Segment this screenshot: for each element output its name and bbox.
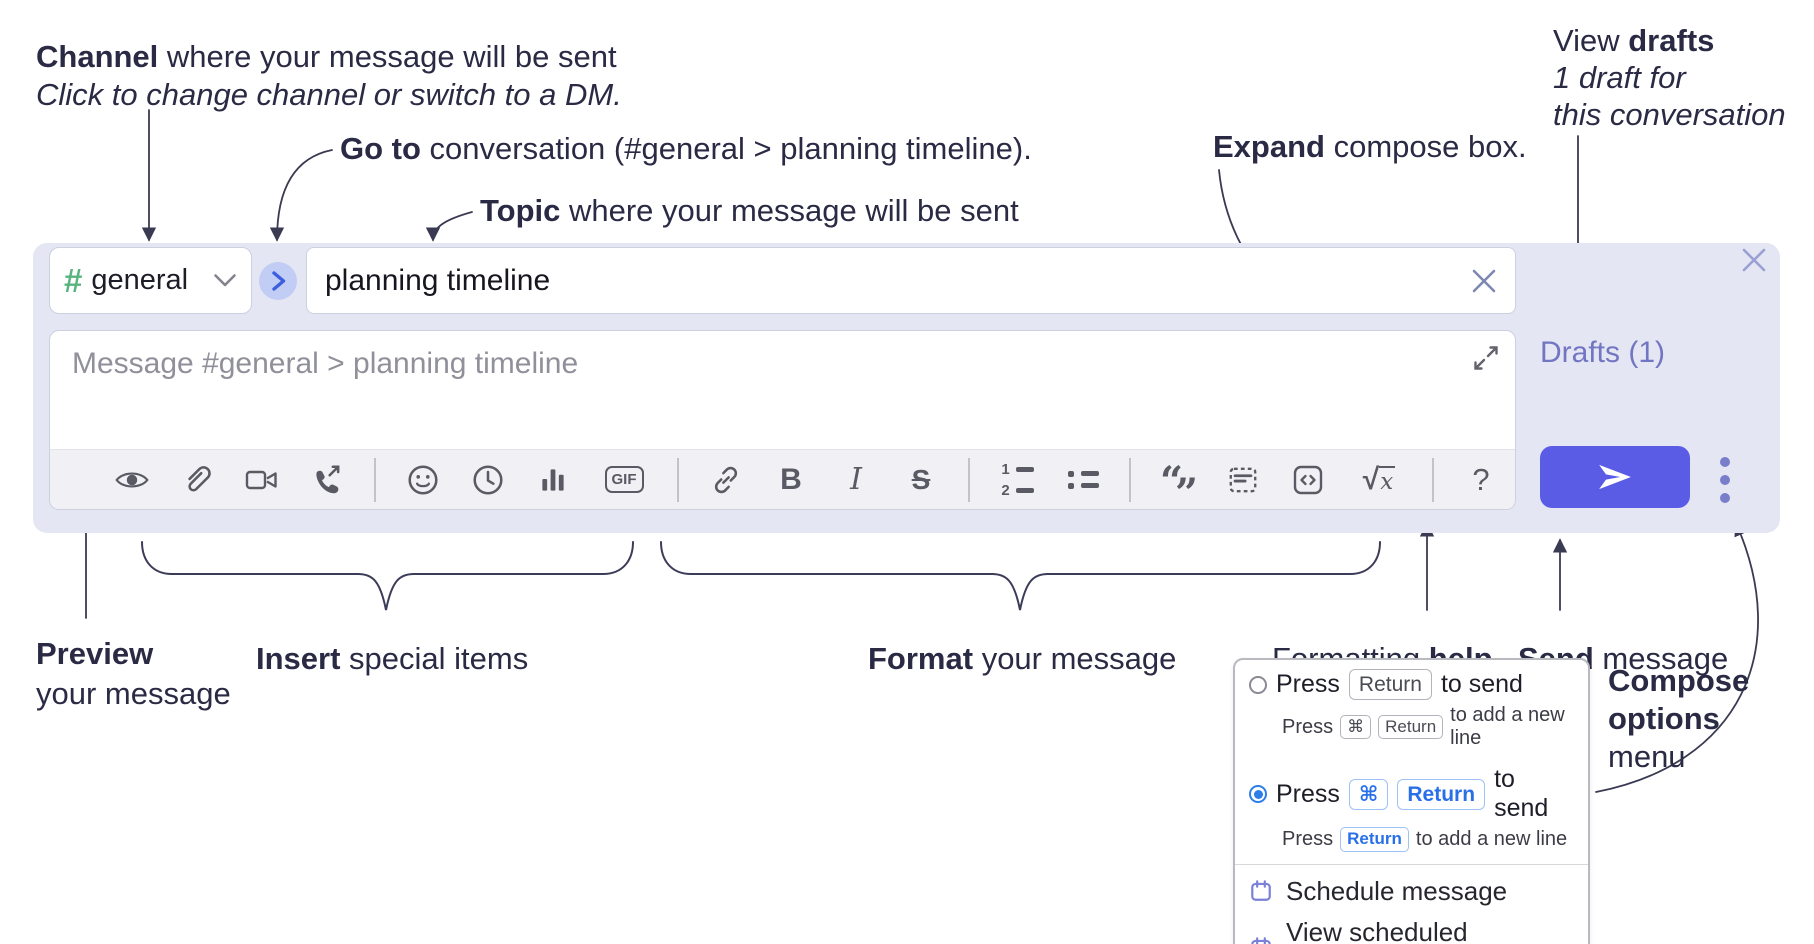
topic-input[interactable]: planning timeline xyxy=(306,247,1516,314)
return-key: Return xyxy=(1397,778,1486,810)
menu-item-schedule-message[interactable]: Schedule message xyxy=(1235,871,1588,912)
leader-go-to xyxy=(269,149,333,242)
return-key: Return xyxy=(1340,827,1409,852)
send-plane-icon xyxy=(1599,464,1631,490)
expand-compose-button[interactable] xyxy=(1471,343,1501,373)
annotation-go-to: Go to conversation (#general > planning … xyxy=(340,131,1032,166)
option-cmd-enter-subtext: Press Return to add a new line xyxy=(1282,827,1568,852)
channel-selector[interactable]: # general xyxy=(49,247,252,314)
paperclip-icon xyxy=(188,465,211,492)
annotation-preview: Preview your message xyxy=(36,636,231,711)
bulleted-list-icon xyxy=(1066,470,1099,489)
brace-insert xyxy=(141,541,634,611)
toolbar-divider xyxy=(1129,457,1131,502)
numbered-list-button[interactable]: 1 2 xyxy=(999,462,1035,498)
brace-format xyxy=(660,541,1381,611)
toolbar-divider xyxy=(1432,457,1434,502)
toolbar-divider xyxy=(677,457,679,502)
spoiler-button[interactable] xyxy=(1225,462,1261,498)
cmd-key: ⌘ xyxy=(1340,714,1372,740)
code-icon xyxy=(1293,465,1323,494)
quote-button[interactable]: “ ” xyxy=(1160,457,1198,517)
add-global-time-button[interactable] xyxy=(470,462,506,498)
quote-icon: “ ” xyxy=(1160,457,1198,517)
compose-options-menu-button[interactable] xyxy=(1712,452,1738,508)
topic-value: planning timeline xyxy=(325,263,551,297)
channel-hash-icon: # xyxy=(64,262,83,299)
option-enter-subtext: Press ⌘ Return to add a new line xyxy=(1282,704,1565,750)
option-enter-to-send[interactable]: Press Return to send xyxy=(1235,660,1588,702)
annotation-insert: Insert special items xyxy=(256,641,529,676)
clock-icon xyxy=(473,464,503,495)
annotation-channel: Channel where your message will be sent … xyxy=(36,39,622,112)
smiley-icon xyxy=(408,464,438,495)
option-cmd-enter-to-send[interactable]: Press ⌘ Return to send xyxy=(1235,756,1588,825)
video-camera-icon xyxy=(245,470,277,489)
math-button[interactable]: √x xyxy=(1355,462,1403,498)
annotation-view-drafts: View drafts 1 draft for this conversatio… xyxy=(1553,23,1786,132)
close-icon xyxy=(1742,248,1766,272)
radio-selected-icon[interactable] xyxy=(1249,785,1267,804)
menu-item-view-scheduled-messages[interactable]: View scheduled messages xyxy=(1235,912,1588,944)
toolbar-divider xyxy=(374,457,376,502)
phone-call-icon xyxy=(316,464,340,493)
return-key: Return xyxy=(1348,669,1432,701)
message-placeholder: Message #general > planning timeline xyxy=(72,347,579,380)
compose-options-menu: Press Return to send Press ⌘ Return to a… xyxy=(1233,658,1590,944)
annotation-compose-options: Compose options menu xyxy=(1608,663,1750,774)
spoiler-icon xyxy=(1229,467,1257,492)
go-to-conversation-button[interactable] xyxy=(259,262,297,300)
message-compose-area[interactable]: Message #general > planning timeline xyxy=(49,330,1516,517)
annotation-expand: Expand compose box. xyxy=(1213,129,1527,164)
send-button[interactable] xyxy=(1540,446,1690,508)
add-emoji-button[interactable] xyxy=(405,462,441,498)
attach-file-button[interactable] xyxy=(179,462,215,498)
link-icon xyxy=(714,466,738,493)
cmd-key: ⌘ xyxy=(1348,778,1389,810)
toolbar-divider xyxy=(968,457,970,502)
bold-button[interactable]: B xyxy=(780,462,802,496)
annotation-format: Format your message xyxy=(868,641,1177,676)
return-key: Return xyxy=(1378,714,1444,740)
add-voice-call-button[interactable] xyxy=(309,462,345,498)
link-button[interactable] xyxy=(708,462,744,498)
radio-unselected-icon[interactable] xyxy=(1249,675,1267,694)
close-compose-button[interactable] xyxy=(1740,246,1768,274)
message-formatting-help-button[interactable]: ? xyxy=(1463,462,1499,498)
expand-icon xyxy=(1474,346,1498,370)
bulleted-list-button[interactable] xyxy=(1064,462,1100,498)
add-poll-button[interactable] xyxy=(535,462,571,498)
numbered-list-icon: 1 2 xyxy=(1001,462,1034,498)
clear-topic-button[interactable] xyxy=(1471,268,1497,294)
gif-icon: GIF xyxy=(604,466,644,493)
leader-topic xyxy=(425,211,473,242)
italic-button[interactable]: I xyxy=(850,462,862,497)
drafts-link[interactable]: Drafts (1) xyxy=(1540,336,1666,369)
chevron-down-icon xyxy=(213,273,237,288)
preview-button[interactable] xyxy=(114,462,150,498)
calendar-icon xyxy=(1251,880,1271,901)
compose-toolbar: GIF B I S 1 2 xyxy=(50,449,1515,517)
strikethrough-button[interactable]: S xyxy=(911,463,931,495)
add-video-call-button[interactable] xyxy=(244,462,280,498)
channel-name: general xyxy=(91,264,189,296)
close-icon xyxy=(1472,269,1496,292)
add-gif-button[interactable]: GIF xyxy=(600,462,648,498)
calendar-grid-icon xyxy=(1251,936,1271,944)
eye-icon xyxy=(115,472,149,487)
chevron-right-icon xyxy=(272,271,286,291)
annotation-topic: Topic where your message will be sent xyxy=(480,193,1019,228)
ellipsis-icon xyxy=(1720,457,1730,467)
question-mark-icon: ? xyxy=(1472,461,1490,497)
menu-divider xyxy=(1235,863,1588,865)
latex-math-icon: √x xyxy=(1362,462,1396,496)
code-button[interactable] xyxy=(1290,462,1326,498)
bar-chart-icon xyxy=(542,468,564,491)
